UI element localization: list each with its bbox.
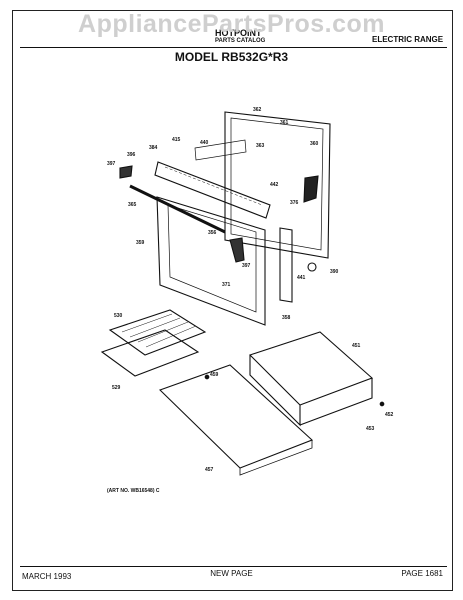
footer-page-number: PAGE 1681: [401, 569, 443, 578]
callout-452: 452: [385, 412, 394, 418]
callout-415: 415: [172, 137, 181, 143]
door-liner-frame-inner: [167, 204, 257, 313]
footer-date: MARCH 1993: [22, 572, 72, 581]
door-knob: [307, 262, 317, 272]
art-number: (ART NO. WB16548) C: [107, 488, 160, 494]
model-title: MODEL RB532G*R3: [174, 50, 289, 64]
callout-441: 441: [297, 275, 306, 281]
header-rule: [20, 47, 447, 48]
callout-360: 360: [310, 141, 319, 147]
callout-361: 361: [280, 120, 289, 126]
watermark: AppliancePartsPros.com: [78, 10, 385, 38]
door-rod: [129, 184, 226, 234]
callout-365: 365: [128, 202, 137, 208]
door-vent-trim: [154, 161, 271, 219]
callout-356: 356: [208, 230, 217, 236]
callout-376: 376: [290, 200, 299, 206]
door-handle-bracket: [303, 175, 319, 203]
door-glass-strip: [279, 227, 293, 303]
callout-390: 390: [330, 269, 339, 275]
door-liner-frame: [156, 196, 266, 326]
drawer-screw-2: [204, 374, 210, 380]
door-outer-panel: [224, 111, 331, 259]
callout-384: 384: [149, 145, 158, 151]
callout-363: 363: [256, 143, 265, 149]
callout-457: 457: [205, 467, 214, 473]
page-frame: [12, 10, 453, 591]
door-clip: [119, 165, 133, 179]
category-label: ELECTRIC RANGE: [372, 35, 444, 44]
callout-359: 359: [136, 240, 145, 246]
callout-397-hinge: 397: [242, 263, 251, 269]
callout-440: 440: [200, 140, 209, 146]
brand-name: HOTPOINT: [215, 28, 262, 38]
callout-396: 396: [127, 152, 136, 158]
callout-442: 442: [270, 182, 279, 188]
footer-new-page: NEW PAGE: [210, 569, 253, 578]
callout-530: 530: [114, 313, 123, 319]
door-hinge: [229, 237, 245, 263]
callout-529: 529: [112, 385, 121, 391]
callout-397: 397: [107, 161, 116, 167]
callout-451: 451: [352, 343, 361, 349]
footer-rule: [20, 566, 447, 567]
drawer-front-panel: [158, 364, 314, 469]
door-outer-panel-inner: [230, 117, 324, 251]
callout-459: 459: [210, 372, 219, 378]
callout-358: 358: [282, 315, 291, 321]
catalog-label: PARTS CATALOG: [215, 38, 266, 44]
broiler-pan-tray: [100, 329, 200, 377]
callout-362: 362: [253, 107, 262, 113]
callout-453: 453: [366, 426, 375, 432]
drawer-screw: [379, 401, 385, 407]
broiler-pan-grid: [108, 309, 207, 356]
door-insulation-bracket: [194, 139, 247, 161]
callout-371: 371: [222, 282, 231, 288]
